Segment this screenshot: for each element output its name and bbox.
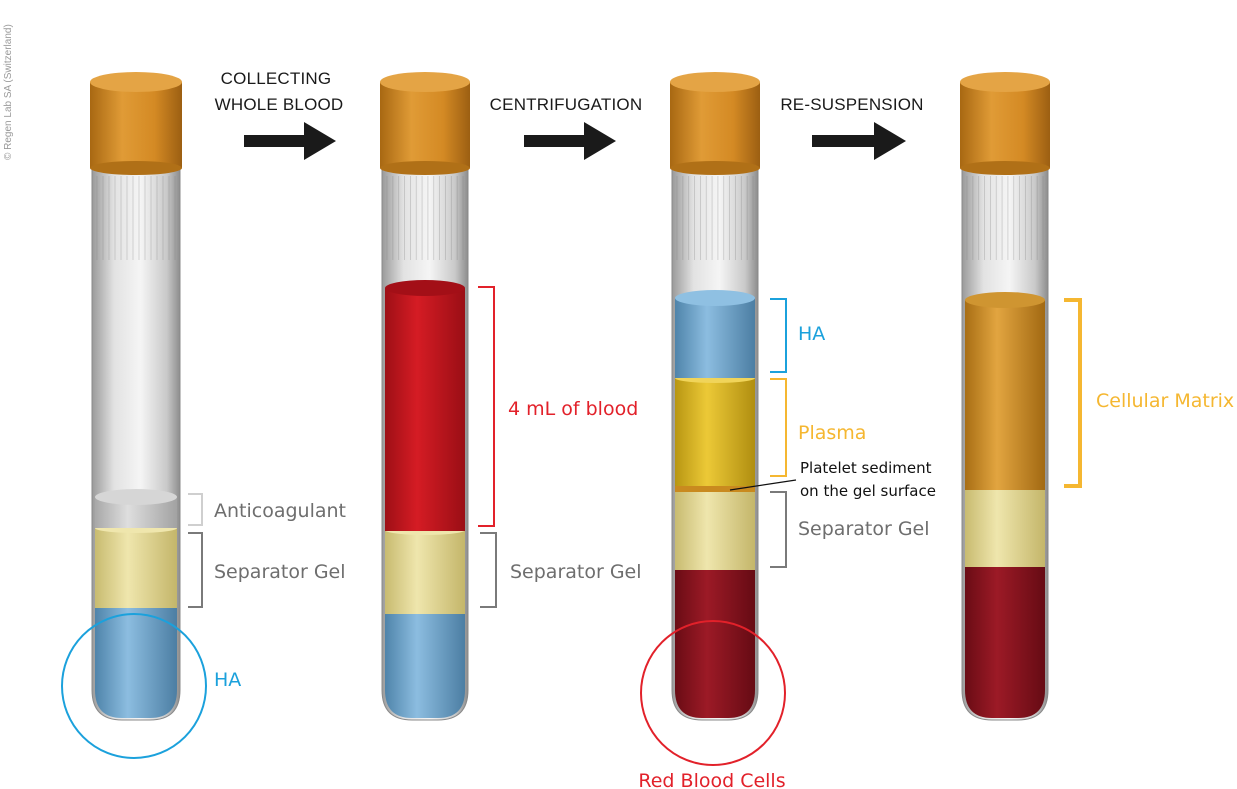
cap-bottom (670, 161, 760, 175)
cap-bottom (90, 161, 182, 175)
rbc-layer (965, 565, 1045, 718)
ha-label-1: HA (214, 669, 241, 691)
cellular-matrix-bracket (1064, 298, 1082, 488)
step-collecting-line1: COLLECTING (221, 69, 332, 88)
cap-top (90, 72, 182, 92)
separator-gel-layer (965, 488, 1045, 567)
arrow-right-icon (812, 122, 906, 160)
tube-whole-blood: 4 mL of blood Separator Gel (380, 72, 642, 721)
ha-layer (385, 612, 465, 718)
platelet-pointer-line (729, 479, 797, 491)
separator-gel-bracket-1 (188, 532, 203, 608)
glass-ribbing (386, 176, 464, 260)
matrix-top (965, 292, 1045, 308)
step-collecting: COLLECTING WHOLE BLOOD (215, 69, 344, 160)
separator-gel-bracket-2 (480, 532, 497, 608)
anticoagulant-top (95, 489, 177, 505)
cap-top (670, 72, 760, 92)
glass-ribbing (676, 176, 754, 260)
separator-gel-bracket-3 (770, 491, 787, 568)
rbc-highlight-circle (640, 620, 786, 766)
platelet-label-line2: on the gel surface (800, 482, 936, 500)
blood-top (385, 280, 465, 296)
step-resuspension: RE-SUSPENSION (780, 95, 923, 160)
plasma-label: Plasma (798, 422, 866, 444)
cap-top (380, 72, 470, 92)
plasma-bracket (770, 378, 787, 477)
rbc-label: Red Blood Cells (638, 770, 785, 789)
platelet-label-line1: Platelet sediment (800, 459, 932, 477)
tube-centrifuged: HA Plasma Platelet sediment on the gel s… (638, 72, 936, 789)
step-collecting-line2: WHOLE BLOOD (215, 95, 344, 114)
blood-layer (385, 288, 465, 531)
blood-bracket (478, 286, 495, 527)
separator-gel-layer (385, 530, 465, 614)
arrow-right-icon (524, 122, 616, 160)
cap-bottom (960, 161, 1050, 175)
tube-resuspended: Cellular Matrix (960, 72, 1234, 721)
blood-volume-label: 4 mL of blood (508, 398, 638, 420)
anticoagulant-label: Anticoagulant (214, 500, 346, 522)
ha-layer (675, 298, 755, 378)
ha-top (675, 290, 755, 306)
ha-highlight-circle (61, 613, 207, 759)
step-centrifugation-label: CENTRIFUGATION (490, 95, 643, 114)
rbc-layer (675, 568, 755, 718)
copyright-text: © Regen Lab SA (Switzerland) (3, 24, 14, 160)
separator-gel-layer (95, 528, 177, 608)
cap-top (960, 72, 1050, 92)
glass-ribbing (96, 176, 176, 260)
tube-cap (380, 82, 470, 168)
cellular-matrix-label: Cellular Matrix (1096, 390, 1234, 412)
tube-cap (90, 82, 182, 168)
anticoagulant-bracket (188, 493, 203, 526)
separator-gel-layer (675, 490, 755, 570)
tube-empty: Anticoagulant Separator Gel HA (61, 72, 346, 759)
separator-gel-label-2: Separator Gel (510, 561, 642, 583)
glass-ribbing (966, 176, 1044, 260)
cap-bottom (380, 161, 470, 175)
platelet-sediment-layer (675, 486, 755, 492)
step-centrifugation: CENTRIFUGATION (490, 95, 643, 160)
ha-label-3: HA (798, 323, 825, 345)
plasma-layer (675, 378, 755, 486)
tube-cap (670, 82, 760, 168)
arrow-right-icon (244, 122, 336, 160)
ha-bracket (770, 298, 787, 373)
separator-gel-label-3: Separator Gel (798, 518, 930, 540)
tube-cap (960, 82, 1050, 168)
step-resuspension-label: RE-SUSPENSION (780, 95, 923, 114)
cellular-matrix-layer (965, 300, 1045, 490)
ha-layer (95, 605, 177, 718)
separator-gel-label-1: Separator Gel (214, 561, 346, 583)
